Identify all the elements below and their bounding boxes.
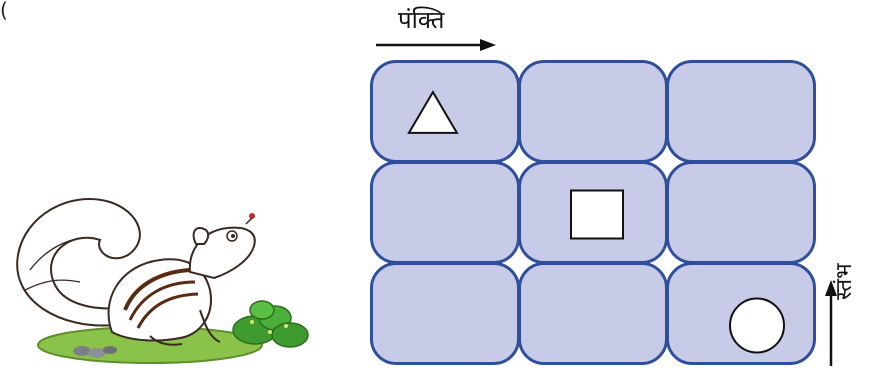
column-arrow-icon — [825, 280, 837, 366]
stone-3 — [103, 346, 117, 354]
bush — [232, 300, 309, 348]
top-fragment-text: ( — [0, 0, 9, 22]
column-label: स्तंभ — [832, 263, 857, 300]
squirrel-hind-leg — [149, 335, 183, 346]
squirrel-front-leg — [199, 309, 221, 343]
squirrel-tail — [16, 197, 141, 327]
triangle-icon — [407, 90, 459, 134]
square-icon — [570, 189, 624, 240]
stripe-1 — [123, 268, 191, 311]
tail-fur-line-2 — [24, 279, 81, 291]
squirrel-illustration — [16, 197, 309, 364]
squirrel-body — [107, 258, 212, 342]
grid-cell-r1-c2 — [518, 60, 668, 163]
squirrel-nose — [249, 213, 255, 219]
grid-cell-r3-c1 — [370, 262, 520, 365]
stone-2 — [88, 348, 106, 358]
grid-cell-r1-c3 — [666, 60, 816, 163]
row-arrow-icon — [376, 39, 496, 51]
stripe-3 — [136, 292, 199, 329]
grid-cell-r2-c3 — [666, 161, 816, 264]
grid-cell-r3-c2 — [518, 262, 668, 365]
grid-cell-r2-c1 — [370, 161, 520, 264]
tail-fur-line — [29, 236, 96, 271]
row-label: पंक्ति — [398, 6, 445, 34]
squirrel-ear — [192, 226, 210, 245]
stripe-2 — [128, 280, 196, 321]
grid-cell-r2-c2 — [518, 161, 668, 264]
stone-1 — [73, 346, 91, 356]
grid-cell-r3-c3 — [666, 262, 816, 365]
circle-icon — [729, 297, 785, 354]
grid-cell-r1-c1 — [370, 60, 520, 163]
squirrel-pupil — [231, 234, 235, 238]
